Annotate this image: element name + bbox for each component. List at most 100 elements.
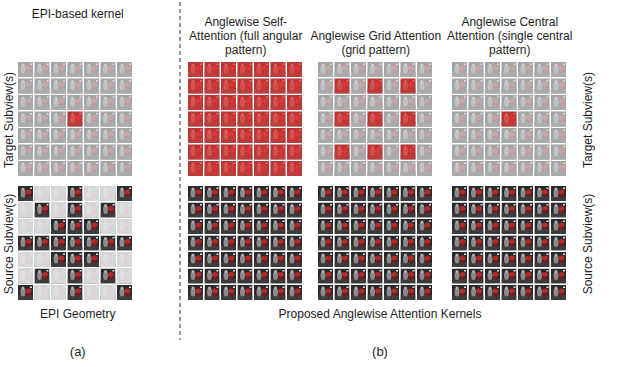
subview-overlay	[502, 161, 517, 176]
subview-thumbnail	[401, 186, 416, 201]
subview-thumbnail	[117, 203, 132, 218]
subview-image	[417, 112, 432, 127]
group-label: EPI Geometry	[40, 307, 115, 321]
subview-image	[351, 112, 366, 127]
subview-image	[68, 236, 83, 251]
subview-image	[452, 161, 467, 176]
subview-overlay	[502, 112, 517, 127]
subview-thumbnail	[51, 186, 66, 201]
subview-overlay	[101, 219, 116, 234]
subview-image	[101, 285, 116, 300]
subview-thumbnail	[101, 252, 116, 267]
subview-thumbnail	[368, 79, 383, 94]
subview-thumbnail	[188, 219, 203, 234]
subview-image	[318, 252, 333, 267]
subview-thumbnail	[535, 186, 550, 201]
subview-overlay	[205, 79, 220, 94]
subview-thumbnail	[535, 79, 550, 94]
subview-thumbnail	[335, 186, 350, 201]
subview-thumbnail	[68, 62, 83, 77]
subview-overlay	[469, 112, 484, 127]
subview-thumbnail	[318, 269, 333, 284]
subview-thumbnail	[401, 95, 416, 110]
subview-thumbnail	[551, 161, 566, 176]
subview-thumbnail	[384, 79, 399, 94]
subview-image	[68, 269, 83, 284]
subview-thumbnail	[335, 269, 350, 284]
subview-overlay	[84, 62, 99, 77]
subview-overlay	[535, 112, 550, 127]
subview-image	[535, 269, 550, 284]
subview-overlay	[401, 62, 416, 77]
subview-thumbnail	[271, 112, 286, 127]
subview-thumbnail	[221, 79, 236, 94]
subview-overlay	[18, 112, 33, 127]
subview-thumbnail	[254, 128, 269, 143]
subview-image	[117, 95, 132, 110]
subview-image	[551, 269, 566, 284]
subview-thumbnail	[551, 79, 566, 94]
subview-thumbnail	[318, 62, 333, 77]
subview-image	[287, 219, 302, 234]
subview-overlay	[551, 79, 566, 94]
subview-image	[318, 128, 333, 143]
subview-overlay	[368, 95, 383, 110]
subview-image	[117, 269, 132, 284]
subview-thumbnail	[287, 79, 302, 94]
subview-image	[271, 252, 286, 267]
subview-overlay	[502, 95, 517, 110]
subview-thumbnail	[188, 285, 203, 300]
subview-overlay	[205, 62, 220, 77]
subview-image	[401, 128, 416, 143]
subview-image	[502, 62, 517, 77]
subview-image	[101, 252, 116, 267]
subview-image	[368, 203, 383, 218]
subview-thumbnail	[469, 236, 484, 251]
subview-thumbnail	[84, 252, 99, 267]
subview-thumbnail	[221, 252, 236, 267]
subview-image	[35, 112, 50, 127]
subview-image	[401, 62, 416, 77]
subview-thumbnail	[318, 219, 333, 234]
subview-image	[469, 186, 484, 201]
group-label: Proposed Anglewise Attention Kernels	[279, 307, 482, 321]
subview-thumbnail	[401, 252, 416, 267]
subview-thumbnail	[368, 219, 383, 234]
subview-overlay	[101, 161, 116, 176]
subview-overlay	[335, 145, 350, 160]
subview-thumbnail	[551, 236, 566, 251]
subview-overlay	[551, 128, 566, 143]
subview-image	[101, 203, 116, 218]
subview-thumbnail	[101, 161, 116, 176]
subview-image	[535, 252, 550, 267]
subview-image	[68, 219, 83, 234]
subview-thumbnail	[452, 252, 467, 267]
subview-thumbnail	[271, 186, 286, 201]
subview-thumbnail	[68, 145, 83, 160]
subview-image	[502, 219, 517, 234]
subview-overlay	[351, 128, 366, 143]
subview-image	[469, 285, 484, 300]
subview-image	[469, 79, 484, 94]
subview-thumbnail	[205, 285, 220, 300]
subview-image	[485, 236, 500, 251]
subview-overlay	[254, 161, 269, 176]
subview-image	[452, 236, 467, 251]
subview-image	[469, 203, 484, 218]
subview-overlay	[84, 161, 99, 176]
subview-thumbnail	[351, 186, 366, 201]
subview-overlay	[551, 161, 566, 176]
subview-image	[384, 285, 399, 300]
subview-overlay	[101, 186, 116, 201]
subview-image	[188, 145, 203, 160]
subview-image	[271, 203, 286, 218]
subview-thumbnail	[401, 203, 416, 218]
subview-overlay	[417, 128, 432, 143]
subview-thumbnail	[68, 128, 83, 143]
subview-image	[238, 285, 253, 300]
subview-overlay	[485, 161, 500, 176]
subview-thumbnail	[335, 236, 350, 251]
subview-thumbnail	[551, 186, 566, 201]
subview-overlay	[188, 112, 203, 127]
subview-thumbnail	[417, 203, 432, 218]
